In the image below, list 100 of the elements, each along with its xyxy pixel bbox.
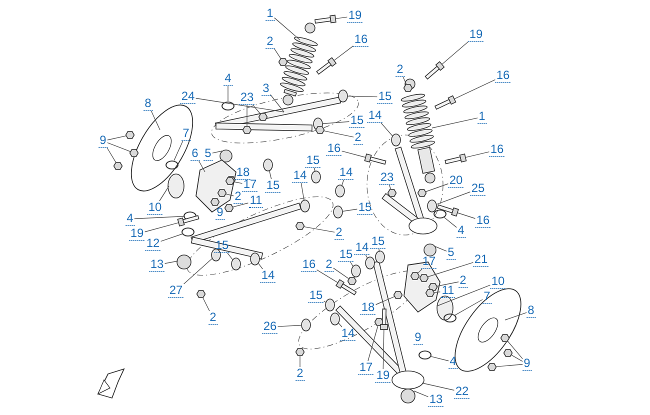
leader-line (274, 48, 282, 60)
callout-number: 19 (347, 9, 363, 23)
washer-ring (434, 210, 446, 218)
nut (196, 290, 206, 298)
leader-line (274, 17, 300, 40)
callout-number: 15 (370, 235, 386, 249)
callout-number: 9 (522, 357, 532, 371)
leader-line (107, 142, 131, 152)
bushing (311, 170, 321, 184)
callout-number: 16 (475, 214, 491, 228)
callout-number: 2 (296, 367, 304, 381)
callout-number: 27 (168, 284, 184, 298)
bushing (300, 200, 310, 212)
leader-line (348, 96, 378, 98)
callout-number: 11 (248, 194, 264, 208)
callout-number: 6 (190, 147, 200, 161)
callout-number: 23 (239, 91, 255, 105)
bolt (434, 95, 456, 110)
wheel-hub (168, 174, 184, 198)
callout-number: 17 (421, 255, 437, 269)
bushing (330, 312, 340, 326)
leader-line (454, 299, 483, 316)
leader-line (495, 364, 523, 368)
nut (295, 348, 305, 356)
callout-number: 4 (448, 355, 458, 369)
leader-line (323, 300, 326, 303)
bushing (211, 248, 221, 262)
shock-absorber (280, 22, 318, 106)
leader-line (457, 212, 476, 219)
callout-number: 2 (396, 63, 404, 77)
callout-number: 11 (440, 284, 456, 298)
callout-number: 19 (129, 227, 145, 241)
leader-line (436, 284, 491, 306)
callout-number: 15 (357, 201, 373, 215)
leader-line (160, 233, 184, 242)
nut (419, 274, 429, 282)
leader-line (350, 262, 354, 268)
nut (242, 126, 252, 134)
bushing (333, 206, 343, 218)
callout-number: 13 (428, 393, 444, 407)
bolt (444, 154, 467, 164)
leader-line (368, 325, 378, 362)
callout-number: 5 (446, 246, 456, 260)
leader-line (334, 46, 354, 61)
leader-line (107, 135, 127, 140)
bushing (301, 318, 311, 332)
leader-line (430, 356, 449, 362)
bushing (391, 134, 401, 146)
nut (503, 348, 513, 358)
leader-line (342, 208, 358, 212)
washer-ring (222, 102, 234, 110)
leader-line (233, 181, 243, 184)
leader-line (427, 262, 474, 278)
callout-number: 14 (338, 166, 354, 180)
leader-line (202, 297, 210, 312)
bushing (375, 250, 385, 264)
callout-number: 21 (473, 253, 489, 267)
leader-line (425, 183, 449, 192)
callout-number: 15 (305, 154, 321, 168)
leader-line (422, 382, 455, 391)
ball-joint (220, 150, 232, 162)
callout-number: 4 (456, 224, 466, 238)
leader-line (164, 260, 178, 264)
leader-line (365, 254, 368, 259)
leader-line (510, 354, 523, 362)
callout-number: 16 (301, 258, 317, 272)
callout-number: 14 (292, 169, 308, 183)
nut (224, 204, 234, 212)
callout-number: 15 (265, 179, 281, 193)
leader-line (212, 150, 222, 154)
leader-line (268, 170, 272, 180)
brake-disc (454, 288, 522, 372)
leader-line (314, 168, 316, 172)
leader-line (454, 79, 496, 100)
leader-line (338, 322, 342, 328)
leader-line (432, 118, 478, 128)
leader-line (436, 282, 459, 287)
leader-line (434, 246, 447, 252)
leader-line (323, 130, 354, 138)
ball-joint (176, 254, 192, 270)
shock-absorber (400, 78, 436, 184)
callout-number: 8 (144, 97, 152, 111)
callout-number: 2 (208, 311, 218, 325)
leader-line (195, 98, 284, 112)
leader-line (433, 292, 441, 293)
callout-number: 15 (349, 114, 365, 128)
callout-number: 8 (526, 304, 536, 318)
bolt (364, 153, 386, 165)
bushing (427, 200, 437, 212)
leader-line (198, 160, 206, 172)
leader-line (134, 216, 186, 220)
callout-number: 2 (334, 226, 344, 240)
leader-line (436, 192, 471, 205)
bushing (231, 258, 241, 270)
callout-number: 15 (338, 248, 354, 262)
leader-line (174, 140, 184, 161)
bolt (335, 279, 357, 296)
callout-number: 16 (495, 69, 511, 83)
nut (278, 58, 288, 66)
ball-joint (424, 244, 436, 256)
